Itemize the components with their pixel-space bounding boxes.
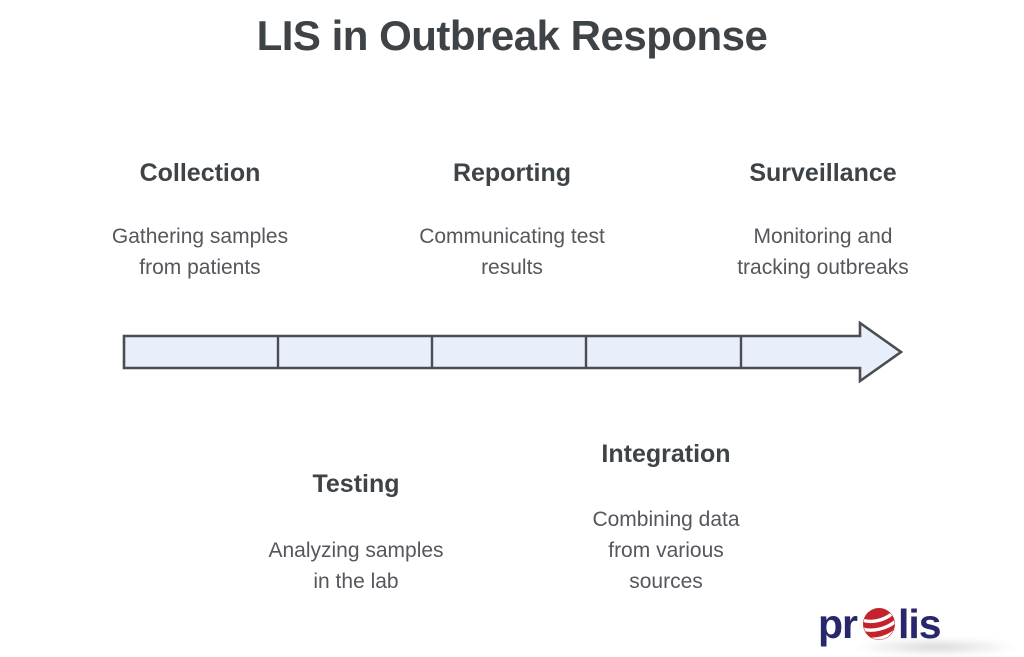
prolis-logo: pr lis (816, 597, 946, 652)
stage-description: Analyzing samples in the lab (268, 539, 444, 593)
prolis-logo-graphic: pr lis (818, 601, 942, 647)
logo-text-pre: pr (818, 601, 858, 647)
stage-label: Reporting (452, 159, 572, 187)
stage-description: Communicating test results (419, 225, 605, 279)
process-arrow (105, 315, 905, 387)
logo-text-post: lis (898, 601, 941, 647)
arrow-outline (122, 320, 904, 384)
process-arrow-graphic (122, 320, 904, 384)
stage-testing: Testing Analyzing samples in the lab (216, 469, 496, 597)
stage-label: Integration (601, 440, 731, 468)
stage-reporting: Reporting Communicating test results (372, 158, 652, 283)
stage-label: Collection (139, 159, 261, 187)
logo-shadow (852, 638, 1020, 656)
stage-description: Gathering samples from patients (111, 225, 289, 279)
stage-surveillance: Surveillance Monitoring and tracking out… (683, 158, 963, 283)
stage-collection: Collection Gathering samples from patien… (60, 158, 340, 283)
stage-integration: Integration Combining data from various … (526, 439, 806, 597)
stage-label: Testing (312, 470, 400, 498)
stage-description: Combining data from various sources (592, 508, 740, 593)
stage-label: Surveillance (749, 159, 897, 187)
stage-description: Monitoring and tracking outbreaks (737, 225, 909, 279)
page-title: LIS in Outbreak Response (256, 12, 768, 59)
